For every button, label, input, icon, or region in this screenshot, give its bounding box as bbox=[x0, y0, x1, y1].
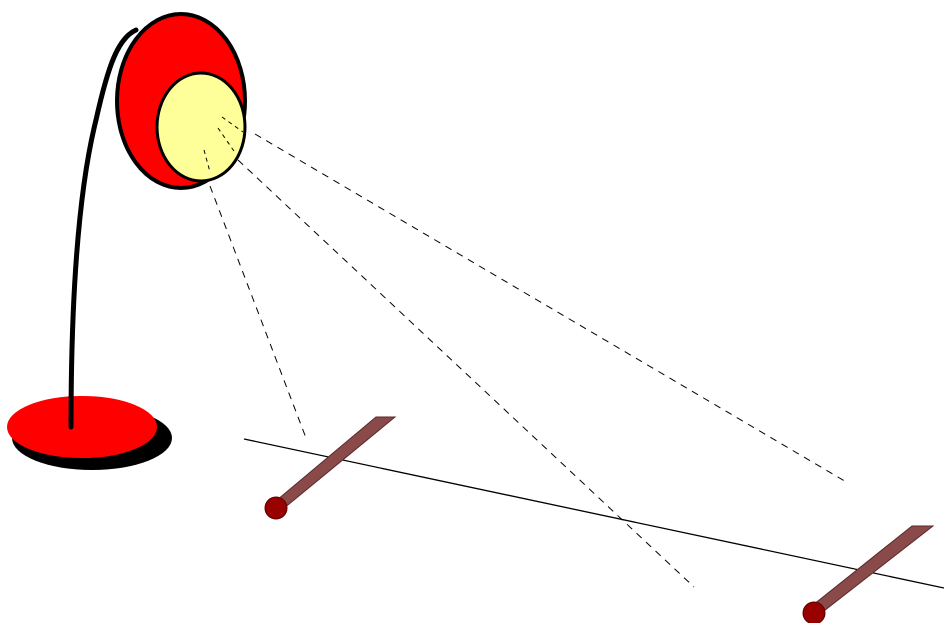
rod-right bbox=[803, 526, 933, 623]
light-ray-2 bbox=[238, 160, 694, 587]
light-ray-1 bbox=[255, 134, 848, 483]
rod-left-body bbox=[271, 417, 395, 509]
rod-left-end bbox=[265, 497, 287, 519]
light-rays bbox=[210, 134, 848, 587]
lamp-bulb bbox=[157, 73, 245, 181]
lamp-base bbox=[8, 397, 156, 457]
light-ray-3 bbox=[210, 186, 306, 438]
rod-right-end bbox=[803, 602, 825, 623]
ground-line bbox=[244, 439, 944, 588]
rod-right-body bbox=[808, 526, 933, 614]
rod-left bbox=[265, 417, 395, 519]
